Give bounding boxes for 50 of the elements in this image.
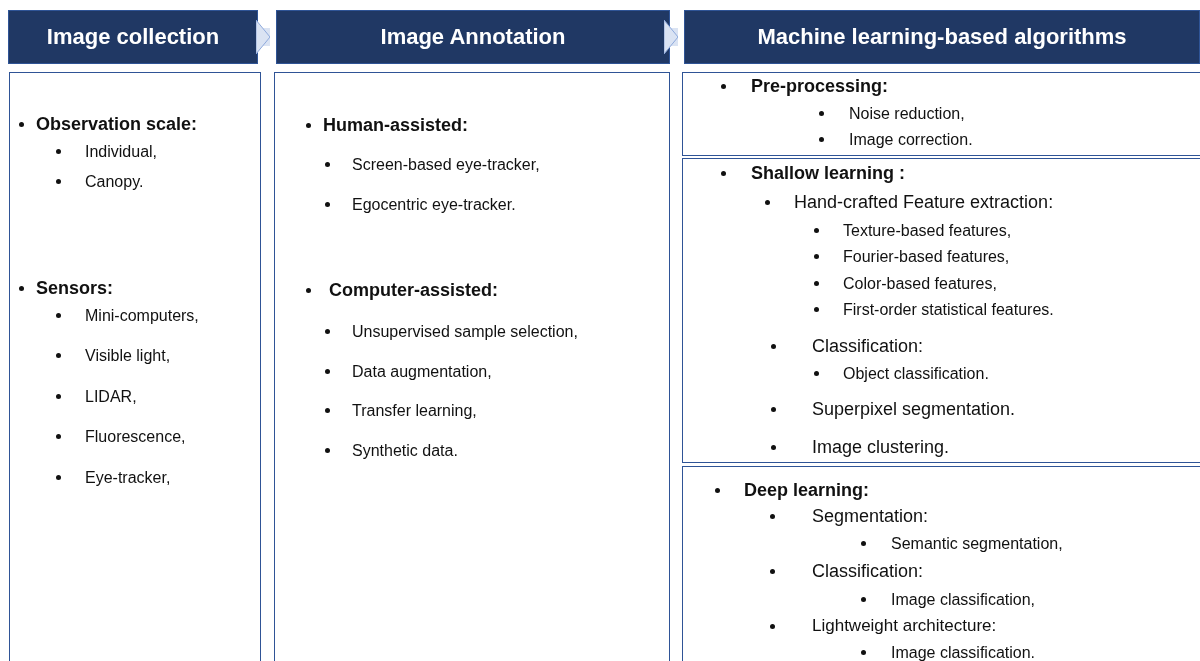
stage-header: [276, 10, 670, 64]
list-item: Classification:: [812, 560, 924, 583]
list-item: Eye-tracker,: [85, 468, 171, 488]
list-item: Transfer learning,: [352, 401, 477, 421]
list-item: Texture-based features,: [843, 221, 1012, 241]
list-item: Image correction.: [849, 130, 973, 150]
section-heading: Human-assisted:: [323, 114, 469, 137]
content-panel: [9, 72, 261, 661]
section-heading: Shallow learning :: [751, 162, 906, 185]
list-item: Image classification.: [891, 643, 1036, 661]
list-item: Object classification.: [843, 364, 989, 384]
content-panel: [274, 72, 670, 661]
header-title: Image collection: [46, 24, 220, 50]
flow-arrow: [663, 19, 679, 55]
list-item: First-order statistical features.: [843, 300, 1054, 320]
header-title: Image Annotation: [380, 24, 566, 50]
list-item: Canopy.: [85, 172, 144, 192]
list-item: Screen-based eye-tracker,: [352, 155, 540, 175]
list-item: Fluorescence,: [85, 427, 186, 447]
list-item: Individual,: [85, 142, 158, 162]
list-item: Noise reduction,: [849, 104, 965, 124]
list-item: LIDAR,: [85, 387, 137, 407]
content-panel: [682, 466, 1200, 661]
flow-arrow: [255, 19, 271, 55]
list-item: Image classification,: [891, 590, 1036, 610]
header-title: Machine learning-based algorithms: [757, 24, 1127, 50]
list-item: Visible light,: [85, 346, 171, 366]
list-item: Unsupervised sample selection,: [352, 322, 578, 342]
list-item: Mini-computers,: [85, 306, 199, 326]
list-item: Egocentric eye-tracker.: [352, 195, 516, 215]
list-item: Image clustering.: [812, 436, 950, 459]
section-heading: Sensors:: [36, 277, 114, 300]
stage-header: [8, 10, 258, 64]
list-item: Color-based features,: [843, 274, 997, 294]
content-panel: [682, 72, 1200, 156]
list-item: Classification:: [812, 335, 924, 358]
list-item: Superpixel segmentation.: [812, 398, 1016, 421]
content-panel: [682, 158, 1200, 463]
list-item: Synthetic data.: [352, 441, 458, 461]
list-item: Data augmentation,: [352, 362, 492, 382]
list-item: Segmentation:: [812, 505, 929, 528]
list-item: Fourier-based features,: [843, 247, 1010, 267]
list-item: Semantic segmentation,: [891, 534, 1063, 554]
list-item: Lightweight architecture:: [812, 616, 997, 637]
section-heading: Observation scale:: [36, 113, 198, 136]
section-heading: Pre-processing:: [751, 75, 889, 98]
section-heading: Computer-assisted:: [329, 279, 499, 302]
stage-header: [684, 10, 1200, 64]
section-heading: Deep learning:: [744, 479, 870, 502]
list-item: Hand-crafted Feature extraction:: [794, 191, 1054, 214]
